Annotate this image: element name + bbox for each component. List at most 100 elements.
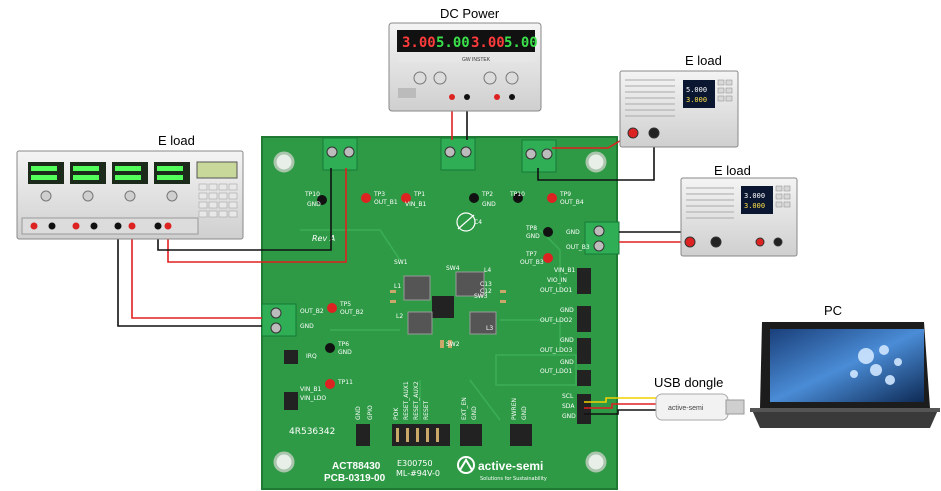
svg-text:OUT_LDO1: OUT_LDO1 xyxy=(540,368,572,375)
svg-text:OUT_B2: OUT_B2 xyxy=(340,309,364,316)
svg-text:GND: GND xyxy=(560,359,574,366)
svg-text:C13: C13 xyxy=(480,281,492,288)
eload-left xyxy=(16,150,244,240)
svg-text:TP10: TP10 xyxy=(509,191,525,198)
svg-text:GND: GND xyxy=(562,413,576,420)
silk-tp10: TP10 xyxy=(304,191,320,198)
silk-pcb: PCB-0319-00 xyxy=(324,473,386,484)
svg-text:C4: C4 xyxy=(474,219,482,226)
eval-board: TP10 GND TP3 OUT_B1 TP1 VIN_B1 TP2 GND T… xyxy=(261,136,620,490)
svg-text:GW INSTEK: GW INSTEK xyxy=(462,57,491,63)
svg-text:IRQ: IRQ xyxy=(306,353,317,360)
svg-text:VIN_B1: VIN_B1 xyxy=(405,201,426,208)
svg-text:GND: GND xyxy=(560,337,574,344)
svg-text:active-semi: active-semi xyxy=(668,405,704,412)
svg-text:L3: L3 xyxy=(486,325,493,332)
svg-text:GND: GND xyxy=(355,406,362,420)
svg-text:OUT_LDO1: OUT_LDO1 xyxy=(540,287,572,294)
svg-text:PWREN: PWREN xyxy=(511,398,518,420)
test-points xyxy=(317,193,557,389)
svg-text:RESET: RESET xyxy=(423,400,430,420)
svg-text:OUT_B2: OUT_B2 xyxy=(300,308,324,315)
svg-text:GND: GND xyxy=(521,406,528,420)
svg-text:3.00: 3.00 xyxy=(471,35,505,51)
svg-text:SW2: SW2 xyxy=(446,341,460,348)
svg-text:TP3: TP3 xyxy=(373,191,385,198)
svg-text:3.000: 3.000 xyxy=(744,202,765,210)
terminal-j3 xyxy=(521,139,557,173)
usb-dongle-label: USB dongle xyxy=(654,375,724,390)
svg-text:OUT_B3: OUT_B3 xyxy=(520,259,544,266)
svg-text:GPIO: GPIO xyxy=(367,405,374,420)
svg-text:OUT_LDO2: OUT_LDO2 xyxy=(540,317,572,324)
svg-text:C12: C12 xyxy=(480,288,492,295)
svg-text:ML-#94V-0: ML-#94V-0 xyxy=(396,469,440,478)
svg-text:EXT_EN: EXT_EN xyxy=(461,397,468,420)
svg-text:TP11: TP11 xyxy=(337,379,353,386)
svg-text:TP9: TP9 xyxy=(559,191,571,198)
svg-text:TP6: TP6 xyxy=(337,341,349,348)
svg-text:TP7: TP7 xyxy=(525,251,537,258)
svg-text:GND: GND xyxy=(300,323,314,330)
svg-text:VIN_B1: VIN_B1 xyxy=(554,267,575,274)
svg-text:RESET_AUX1: RESET_AUX1 xyxy=(403,381,410,420)
svg-text:TP1: TP1 xyxy=(413,191,425,198)
terminal-j5 xyxy=(261,303,297,337)
svg-text:OUT_B3: OUT_B3 xyxy=(566,244,590,251)
terminal-j2 xyxy=(440,137,476,171)
pc-label: PC xyxy=(824,303,843,318)
pc-laptop xyxy=(750,322,940,428)
bottom-headers xyxy=(356,424,532,446)
terminal-j1 xyxy=(322,137,358,171)
svg-text:3.000: 3.000 xyxy=(744,192,765,200)
svg-text:OUT_LDO3: OUT_LDO3 xyxy=(540,347,572,354)
svg-text:OUT_B1: OUT_B1 xyxy=(374,199,398,206)
svg-text:GND: GND xyxy=(560,307,574,314)
svg-text:3.00: 3.00 xyxy=(402,35,436,51)
svg-text:SDA: SDA xyxy=(562,403,575,410)
svg-text:TP8: TP8 xyxy=(525,225,537,232)
svg-text:VIN_LDO: VIN_LDO xyxy=(300,395,326,402)
svg-text:RESET_AUX2: RESET_AUX2 xyxy=(413,381,420,420)
svg-text:GND: GND xyxy=(566,229,580,236)
svg-text:OUT_B4: OUT_B4 xyxy=(560,199,584,206)
svg-text:VIO_IN: VIO_IN xyxy=(547,277,567,284)
eload-left-label: E load xyxy=(158,133,195,148)
svg-text:SW1: SW1 xyxy=(394,259,408,266)
svg-text:GND: GND xyxy=(482,201,496,208)
active-semi-logo: active-semi Solutions for Sustainability xyxy=(457,456,547,482)
eload-top-right: 5.000 3.000 xyxy=(619,70,739,148)
eload-top-right-label: E load xyxy=(685,53,722,68)
svg-text:GND: GND xyxy=(526,233,540,240)
terminal-j4 xyxy=(584,221,620,255)
svg-text:GND: GND xyxy=(471,406,478,420)
dc-power-supply: 3.00 5.00 3.00 5.00 GW INSTEK xyxy=(388,22,542,112)
eload-mid-right: 3.000 3.000 xyxy=(680,177,798,257)
silk-part: ACT88430 xyxy=(332,461,381,472)
svg-text:5.000: 5.000 xyxy=(686,86,707,94)
svg-text:SW4: SW4 xyxy=(446,265,460,272)
svg-text:VIN_B1: VIN_B1 xyxy=(300,386,321,393)
svg-text:L2: L2 xyxy=(396,313,403,320)
eload-mid-right-label: E load xyxy=(714,163,751,178)
svg-text:L1: L1 xyxy=(394,283,401,290)
svg-text:SW3: SW3 xyxy=(474,293,488,300)
svg-text:active-semi: active-semi xyxy=(478,459,543,473)
svg-text:L4: L4 xyxy=(484,267,491,274)
silk-rev: Rev A xyxy=(312,234,335,243)
svg-text:5.00: 5.00 xyxy=(504,35,538,51)
usb-dongle: active-semi xyxy=(655,393,745,421)
svg-text:GND: GND xyxy=(307,201,321,208)
svg-text:GND: GND xyxy=(338,349,352,356)
svg-text:3.000: 3.000 xyxy=(686,96,707,104)
dc-power-label: DC Power xyxy=(440,6,500,21)
svg-text:Solutions for Sustainability: Solutions for Sustainability xyxy=(480,476,547,482)
svg-text:POK: POK xyxy=(393,407,400,420)
svg-text:TP2: TP2 xyxy=(481,191,493,198)
svg-text:E300750: E300750 xyxy=(397,459,433,468)
svg-text:SCL: SCL xyxy=(562,393,574,400)
svg-text:TP5: TP5 xyxy=(339,301,351,308)
svg-text:5.00: 5.00 xyxy=(436,35,470,51)
silk-serial: 4R536342 xyxy=(289,427,335,437)
